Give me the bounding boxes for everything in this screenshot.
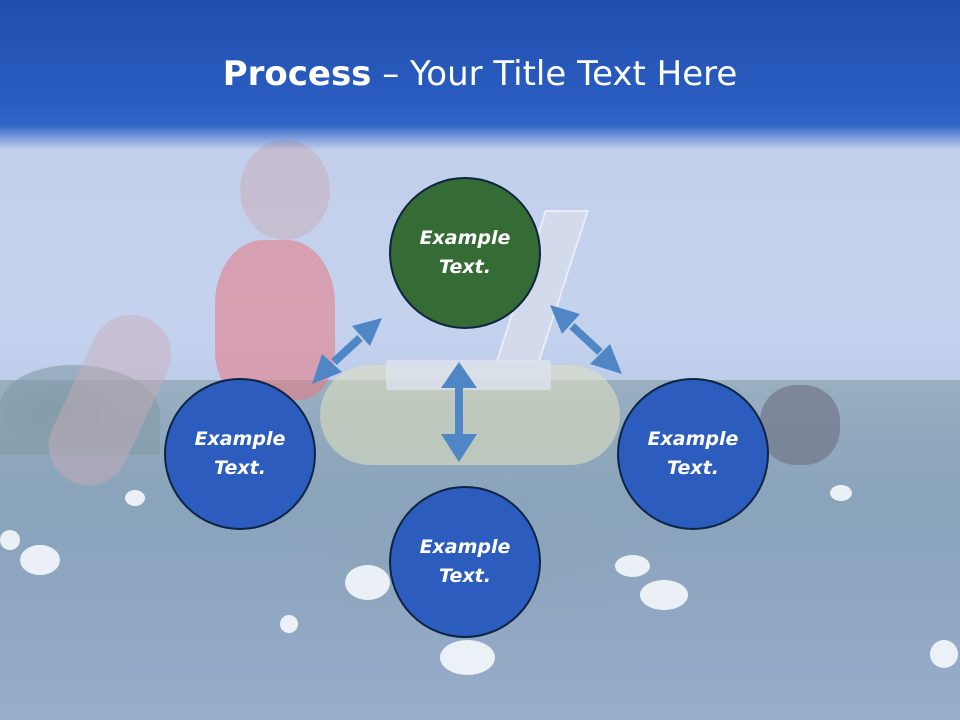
woman-head: [240, 140, 330, 240]
flower: [0, 530, 20, 550]
node-left-text: Example Text.: [194, 428, 286, 479]
node-right-text: Example Text.: [647, 428, 739, 479]
shoe: [760, 385, 840, 465]
flower: [440, 640, 495, 675]
flower: [20, 545, 60, 575]
flower: [830, 485, 852, 501]
flower: [125, 490, 145, 506]
flower: [345, 565, 390, 600]
title-bold: Process: [222, 54, 372, 94]
slide-title: Process – Your Title Text Here: [0, 50, 960, 98]
node-right: Example Text.: [617, 378, 769, 530]
arrow-top-right: [550, 305, 622, 374]
flower: [280, 615, 298, 633]
arrow-top-left: [312, 318, 382, 384]
woman-torso: [215, 240, 335, 400]
hill: [0, 365, 160, 455]
flower: [930, 640, 958, 668]
node-left: Example Text.: [164, 378, 316, 530]
flower: [640, 580, 688, 610]
arrow-vertical: [441, 362, 477, 462]
node-top-text: Example Text.: [419, 227, 511, 278]
node-bottom: Example Text.: [389, 486, 541, 638]
title-bar: [0, 0, 960, 150]
flower: [615, 555, 650, 577]
node-top: Example Text.: [389, 177, 541, 329]
title-rest: – Your Title Text Here: [371, 54, 738, 94]
node-bottom-text: Example Text.: [419, 536, 511, 587]
